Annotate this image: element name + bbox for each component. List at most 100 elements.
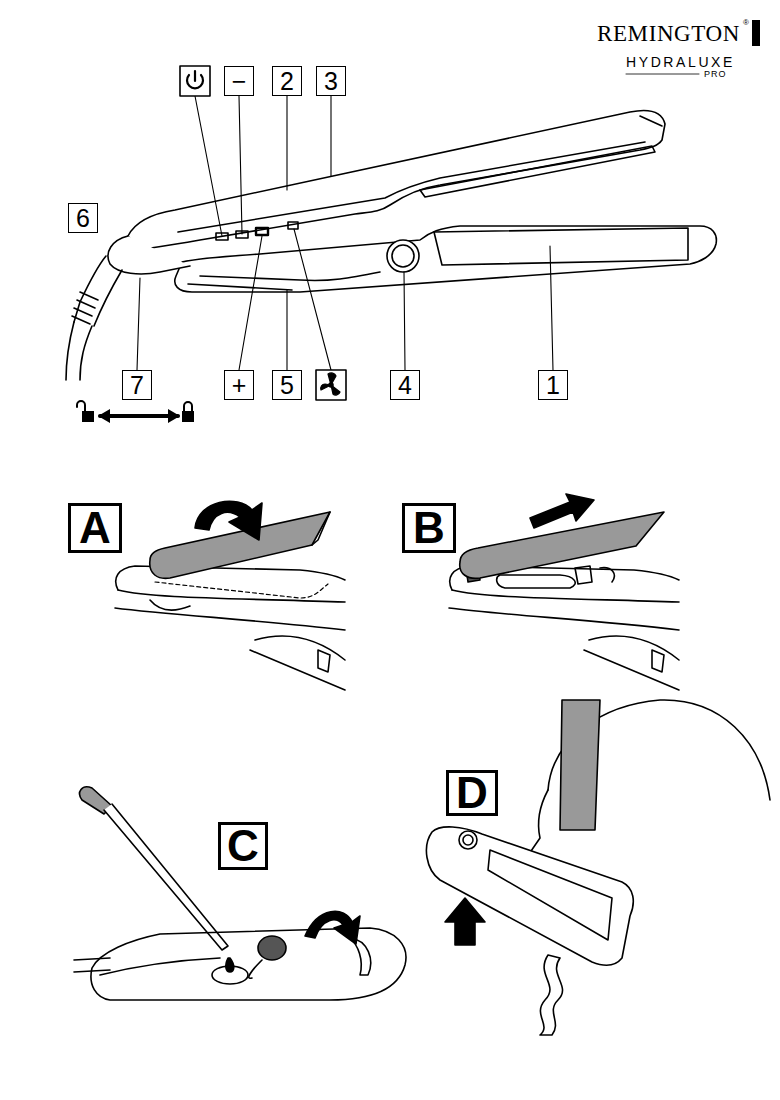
product-name: HYDRALUXE	[626, 55, 735, 69]
fan-symbol	[321, 373, 340, 395]
product-line: PRO	[704, 70, 727, 79]
leader-line	[286, 290, 287, 370]
cap-strap	[249, 960, 262, 978]
callout-box: −	[224, 66, 254, 96]
unlock-icon	[82, 411, 94, 422]
ion-button	[288, 222, 298, 229]
plate-cover	[460, 512, 664, 578]
device-outline	[250, 650, 345, 690]
device-side	[426, 827, 633, 965]
callout-number: A	[79, 506, 111, 550]
callout-number: 5	[280, 373, 294, 398]
reservoir-cap	[258, 936, 286, 960]
arm-seam	[178, 142, 645, 232]
upper-plate	[420, 146, 655, 197]
callout-number: +	[232, 373, 247, 398]
callout-number: 3	[324, 69, 338, 94]
lift-arrow	[195, 501, 262, 540]
panel-letter-box: A	[68, 503, 122, 553]
slide-arrow	[98, 409, 180, 423]
cord	[80, 326, 92, 380]
fan-box	[316, 370, 346, 400]
lock-button-inner	[392, 245, 414, 267]
fill-hole	[212, 966, 248, 984]
callout-number: B	[413, 506, 445, 550]
callout-box: 5	[272, 370, 302, 400]
device-outline	[255, 636, 345, 660]
brand-name: REMINGTON	[597, 22, 740, 45]
callout-box: 2	[272, 66, 302, 96]
device-outline	[449, 608, 679, 630]
device-outline	[91, 928, 406, 1000]
device-button	[459, 831, 477, 849]
device-plate	[488, 850, 612, 940]
reservoir-slot	[497, 575, 575, 588]
arm-tip-line	[640, 116, 662, 126]
callout-number: −	[232, 69, 247, 94]
callout-number: C	[227, 824, 259, 868]
dropper-tube	[104, 804, 228, 950]
plate-cover-edge	[312, 512, 330, 545]
lower-rail	[188, 284, 292, 290]
slide-arrow	[530, 494, 594, 528]
callout-number: 7	[130, 373, 144, 398]
lock-button	[387, 240, 419, 272]
leader-line	[330, 96, 331, 176]
device-button	[652, 650, 664, 672]
panel-letter-box: B	[402, 503, 456, 553]
callout-number: 6	[76, 206, 90, 231]
device-detail	[100, 958, 220, 975]
lower-plate	[434, 228, 688, 265]
leader-line	[404, 272, 405, 370]
open-arrow	[305, 911, 360, 944]
cord-relief	[74, 256, 106, 322]
callout-box: 4	[390, 370, 420, 400]
device-outline	[584, 650, 679, 690]
cord-ridges	[72, 292, 98, 324]
slide-arrow	[100, 414, 178, 418]
panel-letter-box: D	[446, 770, 498, 816]
logo-rule	[626, 74, 699, 75]
power-symbol	[194, 71, 196, 81]
leader-line	[550, 246, 553, 370]
water-drop	[226, 958, 234, 972]
power-box	[180, 66, 210, 96]
fan-symbol	[329, 383, 333, 387]
hidden-outline	[155, 582, 328, 598]
lock-icon	[184, 402, 192, 411]
cord-relief	[94, 270, 122, 326]
panel-b-device	[449, 512, 679, 690]
callout-number: 1	[546, 373, 560, 398]
lower-seam	[200, 272, 380, 281]
callout-box: 3	[316, 66, 346, 96]
device-outline	[115, 608, 345, 630]
callout-box: 7	[122, 370, 152, 400]
wavy-hair	[540, 955, 563, 1035]
leader-line	[239, 236, 262, 370]
callout-box: 6	[68, 203, 98, 233]
device-outline	[589, 636, 679, 660]
unlock-icon	[77, 401, 85, 411]
device-outline	[452, 590, 679, 602]
plus-button	[256, 228, 268, 235]
callout-number: 2	[280, 69, 294, 94]
callout-number: 4	[398, 373, 412, 398]
lock-icon	[182, 411, 194, 422]
device-tip	[350, 938, 371, 975]
leader-line	[137, 278, 140, 370]
leader-line	[286, 96, 287, 190]
leader-line	[294, 229, 331, 370]
leader-line	[195, 96, 222, 236]
callout-box: 1	[538, 370, 568, 400]
handle-end	[108, 236, 190, 274]
cord	[66, 322, 74, 380]
press-arrow	[445, 898, 485, 945]
device-prongs	[74, 958, 110, 972]
device-button	[318, 650, 330, 672]
leader-line	[239, 96, 242, 234]
hair-section	[560, 700, 600, 830]
callout-number: D	[456, 771, 488, 815]
logo-bar	[752, 20, 760, 46]
